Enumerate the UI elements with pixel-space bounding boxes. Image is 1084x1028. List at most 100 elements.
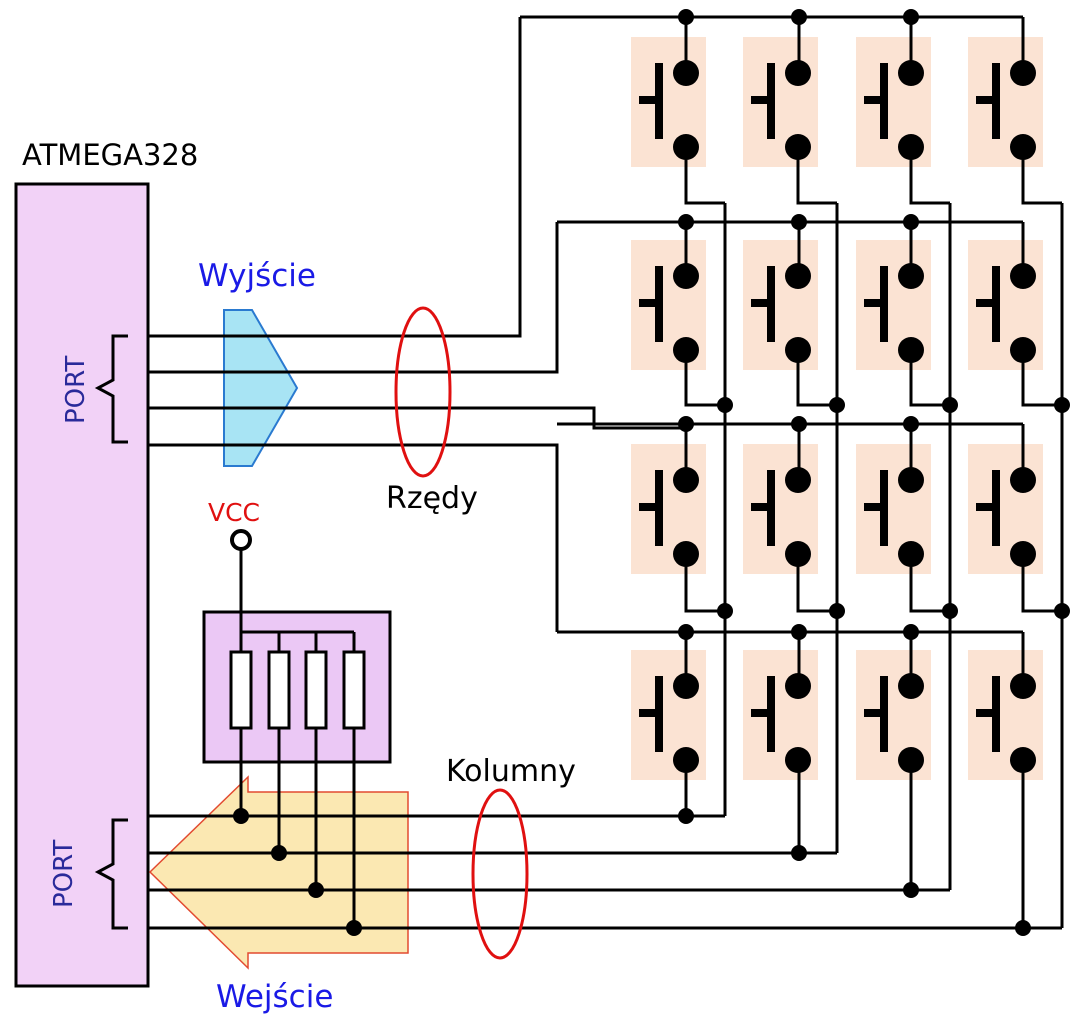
wiring — [148, 15, 1064, 930]
columns-label: Kolumny — [446, 754, 576, 789]
key-plunger — [992, 676, 1000, 752]
row-junction — [678, 624, 694, 640]
keypad-keys — [631, 37, 1043, 780]
key-plunger — [880, 676, 888, 752]
key-plunger-stub — [976, 299, 994, 307]
key-plunger-stub — [864, 96, 882, 104]
key-plunger-stub — [751, 299, 769, 307]
key-to-column — [796, 554, 837, 613]
key-plunger — [655, 266, 663, 342]
key-plunger — [880, 63, 888, 139]
key-plunger — [992, 470, 1000, 546]
output-label: Wyjście — [198, 258, 316, 294]
key-to-column — [909, 350, 950, 407]
column-junction — [717, 397, 733, 413]
pull-up-resistors — [229, 549, 366, 928]
key-to-column — [909, 147, 950, 205]
key-to-column — [909, 554, 950, 613]
key-plunger-stub — [864, 299, 882, 307]
key-plunger-stub — [751, 709, 769, 717]
key-plunger — [767, 266, 775, 342]
key-plunger-stub — [639, 96, 657, 104]
key-4-1 — [631, 650, 706, 780]
column-junction — [942, 397, 958, 413]
key-plunger-stub — [751, 96, 769, 104]
row-wire-1 — [148, 17, 522, 338]
key-plunger — [992, 63, 1000, 139]
key-1-4 — [968, 37, 1043, 167]
key-plunger — [655, 676, 663, 752]
row-junction — [903, 9, 919, 25]
key-to-column — [796, 350, 837, 407]
key-to-column — [1021, 147, 1062, 205]
key-plunger-stub — [976, 709, 994, 717]
key-plunger — [880, 470, 888, 546]
column-junction — [829, 603, 845, 619]
port-top-label: PORT — [61, 356, 91, 424]
key-3-1 — [631, 444, 706, 574]
input-arrow — [148, 775, 409, 970]
key-2-2 — [743, 240, 818, 370]
key-plunger-stub — [639, 709, 657, 717]
column-junction — [829, 397, 845, 413]
key-plunger — [655, 63, 663, 139]
row-wire-4 — [148, 443, 559, 632]
row-junction — [678, 214, 694, 230]
key-4-2 — [743, 650, 818, 780]
key-to-column — [684, 147, 725, 205]
key-to-column — [1021, 350, 1062, 407]
bottom-key-junction — [678, 808, 694, 824]
key-plunger — [992, 266, 1000, 342]
row-junction — [903, 624, 919, 640]
key-4-4 — [968, 650, 1043, 780]
row-junction — [791, 9, 807, 25]
row-junction — [791, 416, 807, 432]
row-junction — [678, 9, 694, 25]
key-plunger-stub — [751, 503, 769, 511]
rows-ellipse — [394, 306, 452, 478]
chip-label: ATMEGA328 — [22, 138, 198, 172]
key-to-column — [684, 350, 725, 407]
resistor-1 — [229, 650, 253, 730]
row-wire-2 — [148, 222, 559, 374]
key-plunger-stub — [976, 96, 994, 104]
resistor-3 — [304, 650, 328, 730]
key-3-2 — [743, 444, 818, 574]
key-plunger-stub — [976, 503, 994, 511]
key-plunger-stub — [864, 503, 882, 511]
resistor-2 — [267, 650, 291, 730]
column-junction — [1054, 603, 1070, 619]
port-bottom-label: PORT — [49, 840, 79, 908]
bottom-key-junction — [903, 882, 919, 898]
key-plunger — [655, 470, 663, 546]
key-plunger-stub — [639, 299, 657, 307]
key-to-column — [684, 554, 725, 613]
row-junction — [791, 624, 807, 640]
key-2-1 — [631, 240, 706, 370]
key-1-2 — [743, 37, 818, 167]
resistor-4 — [342, 650, 366, 730]
key-plunger — [767, 676, 775, 752]
key-plunger-stub — [864, 709, 882, 717]
key-2-3 — [856, 240, 931, 370]
columns-ellipse — [471, 788, 529, 960]
row-junction — [903, 214, 919, 230]
key-4-3 — [856, 650, 931, 780]
microcontroller-chip — [14, 182, 150, 988]
input-label: Wejście — [216, 979, 333, 1015]
row-wire-3 — [148, 406, 686, 430]
output-arrow — [223, 309, 299, 467]
key-3-3 — [856, 444, 931, 574]
bottom-key-junction — [791, 845, 807, 861]
port-top-brace — [94, 334, 128, 444]
key-to-column — [1021, 554, 1062, 613]
row-junction — [903, 416, 919, 432]
junction-dots — [233, 9, 1070, 936]
key-1-3 — [856, 37, 931, 167]
rows-label: Rzędy — [386, 481, 478, 516]
key-1-1 — [631, 37, 706, 167]
key-plunger — [767, 63, 775, 139]
vcc-label: VCC — [208, 498, 260, 527]
